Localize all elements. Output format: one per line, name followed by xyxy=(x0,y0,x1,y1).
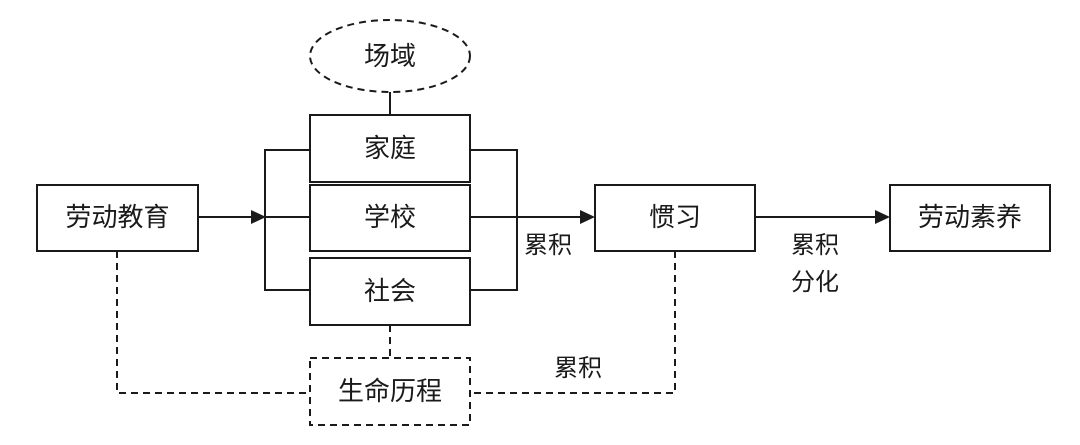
arrow-education-to-contexts xyxy=(198,210,266,224)
habitus-node: 惯习 xyxy=(594,184,756,252)
arrow-head xyxy=(580,210,595,224)
labor-education-node: 劳动教育 xyxy=(36,184,199,252)
field-label: 场域 xyxy=(364,42,416,72)
labor-literacy-label: 劳动素养 xyxy=(918,203,1022,233)
family-label: 家庭 xyxy=(364,134,416,164)
right-bracket xyxy=(470,149,518,291)
edge-label-life-course-loop: 累积 xyxy=(554,354,602,382)
society-node: 社会 xyxy=(309,257,471,326)
life-course-box xyxy=(309,357,471,426)
left-bracket xyxy=(264,149,310,291)
edge-label-habitus-to-literacy-line2: 分化 xyxy=(791,268,839,296)
arrow-head xyxy=(875,210,890,224)
labor-education-label: 劳动教育 xyxy=(65,203,169,233)
labor-literacy-box xyxy=(889,184,1051,252)
arrow-habitus-to-literacy xyxy=(755,210,890,224)
edge-label-contexts-to-habitus: 累积 xyxy=(524,231,572,259)
edge-label-habitus-to-literacy-line1: 累积 xyxy=(791,231,839,259)
habitus-label: 惯习 xyxy=(649,203,701,233)
life-course-label: 生命历程 xyxy=(338,377,442,407)
habitus-to-life-course-dashed-path xyxy=(470,251,676,394)
family-node: 家庭 xyxy=(309,114,471,183)
field-ellipse xyxy=(309,19,471,93)
arrow-head xyxy=(251,210,266,224)
life-course-node: 生命历程 xyxy=(309,357,471,426)
arrow-contexts-to-habitus xyxy=(470,210,595,224)
field-node: 场域 xyxy=(309,19,471,93)
labor-literacy-node: 劳动素养 xyxy=(889,184,1051,252)
school-label: 学校 xyxy=(364,203,416,233)
family-box xyxy=(309,114,471,183)
labor-education-box xyxy=(36,184,199,252)
school-node: 学校 xyxy=(309,184,471,252)
society-label: 社会 xyxy=(364,277,416,307)
education-to-life-course-dashed-path xyxy=(116,251,310,394)
habitus-box xyxy=(594,184,756,252)
